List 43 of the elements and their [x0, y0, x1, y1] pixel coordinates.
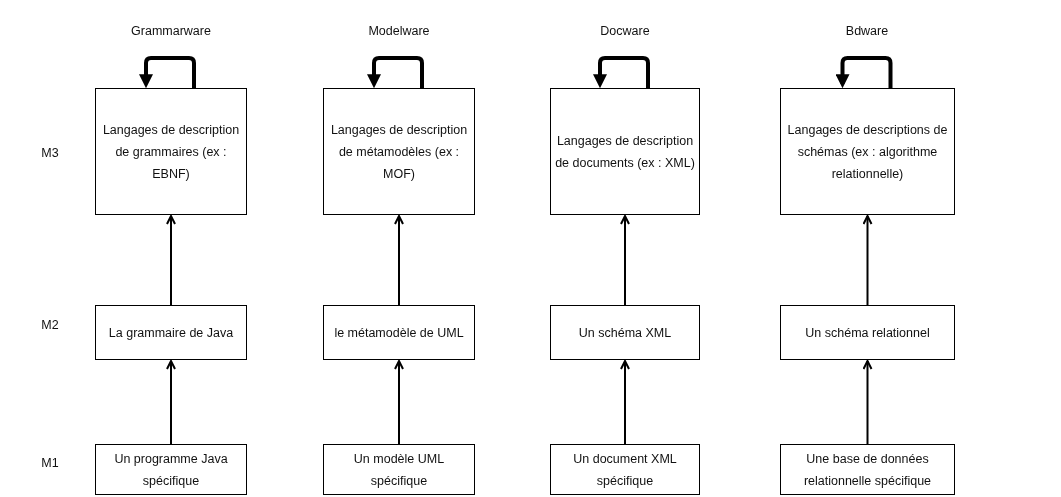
- loop-arrow: [367, 56, 424, 89]
- box-text: Un document XML spécifique: [572, 450, 678, 490]
- arrow: [166, 360, 176, 445]
- level-box: [550, 305, 700, 360]
- level-box: [323, 444, 475, 495]
- level-label: M1: [41, 456, 59, 470]
- arrow: [862, 215, 873, 306]
- level-box: [323, 305, 475, 360]
- level-box: [95, 305, 247, 360]
- box-text: La grammaire de Java: [108, 324, 234, 342]
- box-text: Langages de descriptions de schémas (ex : algorithme relationnelle): [786, 121, 949, 183]
- level-label: M3: [41, 146, 59, 160]
- level-box: [95, 88, 247, 215]
- arrow: [166, 215, 176, 306]
- box-text: le métamodèle de UML: [334, 324, 464, 342]
- column-heading: Docware: [600, 24, 650, 38]
- level-box: [550, 88, 700, 215]
- arrow: [620, 360, 630, 445]
- level-box: [780, 444, 955, 495]
- level-box: [780, 88, 955, 215]
- arrow: [394, 215, 404, 306]
- loop-arrow: [835, 56, 893, 89]
- level-box: [95, 444, 247, 495]
- box-text: Langages de description de documents (ex : XML): [555, 132, 695, 172]
- box-text: Langages de description de grammaires (ex : EBNF): [101, 121, 241, 183]
- level-label: M2: [41, 318, 59, 332]
- level-box: [323, 88, 475, 215]
- loop-arrow: [593, 56, 650, 89]
- arrow: [620, 215, 630, 306]
- column-heading: Modelware: [368, 24, 430, 38]
- box-text: Un schéma XML: [578, 324, 672, 342]
- loop-arrow: [139, 56, 196, 89]
- box-text: Langages de description de métamodèles (ex : MOF): [329, 121, 469, 183]
- level-box: [780, 305, 955, 360]
- level-box: [550, 444, 700, 495]
- column-heading: Bdware: [845, 24, 889, 38]
- box-text: Un programme Java spécifique: [113, 450, 229, 490]
- box-text: Un modèle UML spécifique: [352, 450, 446, 490]
- column-heading: Grammarware: [131, 24, 211, 38]
- arrow: [862, 360, 873, 445]
- box-text: Une base de données relationnelle spécifique: [802, 450, 933, 490]
- arrow: [394, 360, 404, 445]
- box-text: Un schéma relationnel: [805, 324, 930, 342]
